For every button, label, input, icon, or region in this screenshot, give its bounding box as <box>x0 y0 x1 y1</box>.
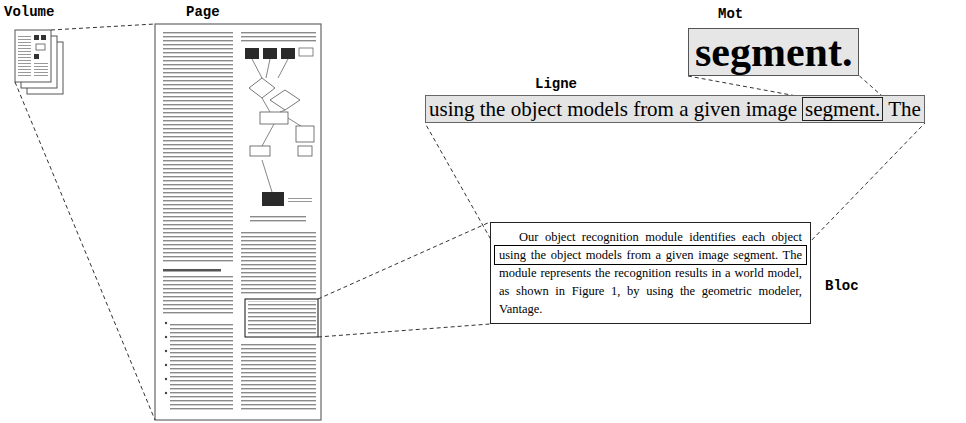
page-figure <box>245 48 314 206</box>
text-lines <box>241 32 316 42</box>
sheet <box>15 30 51 82</box>
text-lines <box>170 322 233 410</box>
level-label: Bloc <box>825 278 859 294</box>
word-box: segment. <box>688 28 859 76</box>
zoom-connector <box>15 24 155 420</box>
line-text: using the object models from a given ima… <box>429 97 797 121</box>
level-label: Volume <box>4 4 76 20</box>
bullets <box>165 322 167 394</box>
text-lines <box>163 32 233 264</box>
word-text: segment. <box>695 29 852 75</box>
word-text: segment. <box>805 97 880 121</box>
page-thumbnail <box>155 24 321 420</box>
figure <box>41 35 46 40</box>
block-node: Our object recognition module identifies… <box>490 222 811 324</box>
zoom-connector <box>688 76 883 97</box>
section-heading <box>163 269 221 272</box>
block-text: Our object recognition module identifies… <box>499 228 802 318</box>
page-sheet <box>155 24 321 420</box>
level-label: Page <box>150 4 325 20</box>
line-text: The <box>888 97 921 121</box>
figure <box>34 35 39 40</box>
volume-node: Volume <box>4 4 76 104</box>
figure <box>34 54 39 59</box>
word-node: Mot segment. <box>688 6 859 76</box>
zoom-connector <box>318 222 490 337</box>
text-lines <box>248 301 316 335</box>
level-label: Mot <box>688 6 743 22</box>
selected-block <box>245 299 318 337</box>
line-box: using the object models from a given ima… <box>425 95 925 123</box>
text-lines <box>163 276 233 316</box>
caption-lines <box>250 216 306 222</box>
word-box: segment. <box>802 97 883 121</box>
text-lines <box>34 62 48 78</box>
text-lines <box>241 230 316 296</box>
line-node: Ligne using the object models from a give… <box>425 76 925 123</box>
volume-stack <box>15 30 63 94</box>
block-box: Our object recognition module identifies… <box>490 222 811 324</box>
text-lines <box>241 342 316 412</box>
page-node: Page <box>150 4 325 421</box>
text-lines <box>18 34 31 78</box>
figure <box>36 44 45 50</box>
level-label: Ligne <box>425 76 925 92</box>
